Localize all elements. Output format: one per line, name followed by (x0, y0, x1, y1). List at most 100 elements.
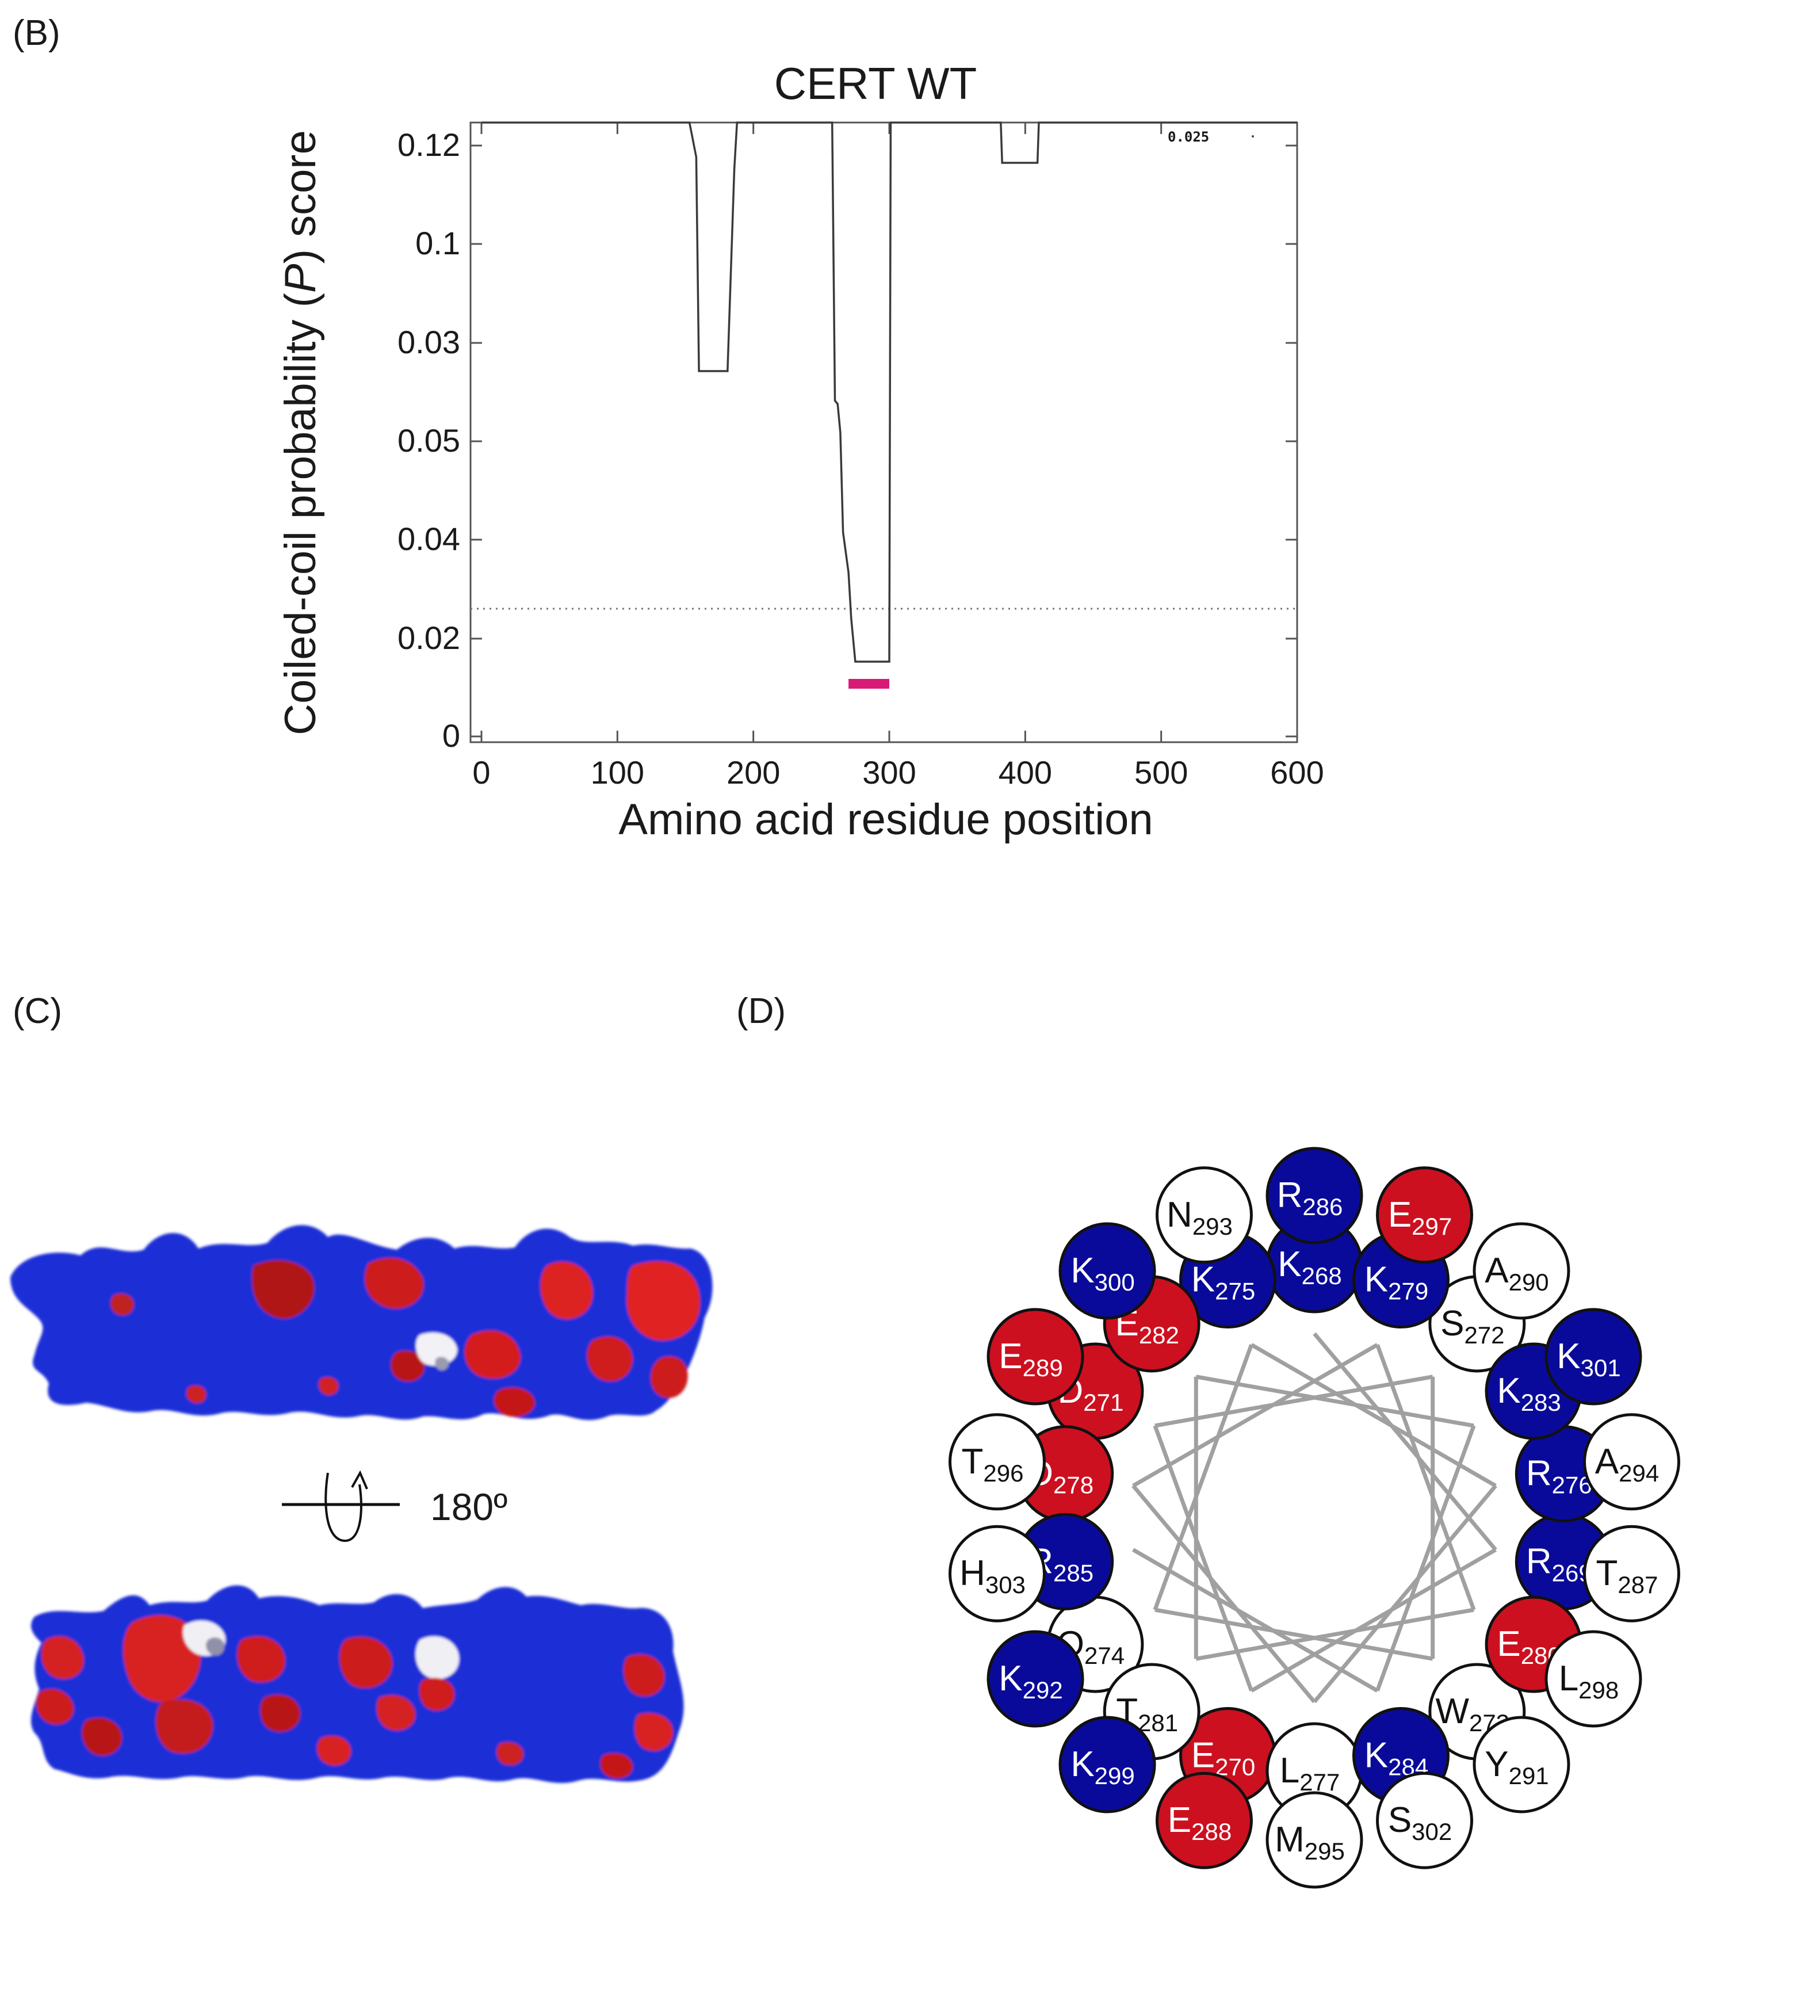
residue-letter: E (1388, 1195, 1412, 1235)
residue-label: T296 (962, 1442, 1024, 1487)
residue-letter: R (1526, 1454, 1552, 1494)
helical-wheel-connections (1131, 1332, 1497, 1704)
x-axis-label: Amino acid residue position (618, 795, 1153, 844)
residue-K301: K301 (1544, 1308, 1642, 1406)
residue-circle (1544, 1308, 1642, 1406)
residue-label: L277 (1280, 1751, 1340, 1796)
residue-number: 286 (1302, 1193, 1343, 1220)
residue-letter: R (1526, 1541, 1552, 1581)
residue-number: 303 (985, 1571, 1026, 1598)
residue-number: 279 (1388, 1278, 1428, 1305)
residue-number: 290 (1509, 1269, 1549, 1296)
residue-label: K301 (1557, 1337, 1620, 1381)
residue-number: 298 (1578, 1677, 1619, 1704)
helix-connection (1153, 1344, 1253, 1611)
residue-label: K275 (1191, 1260, 1255, 1305)
residue-circle (949, 1525, 1046, 1622)
residue-number: 295 (1305, 1838, 1345, 1865)
residue-label: A290 (1485, 1251, 1548, 1296)
residue-number: 300 (1095, 1269, 1135, 1296)
residue-number: 271 (1083, 1389, 1123, 1416)
panel-label-c: (C) (13, 991, 62, 1031)
helix-connection (1131, 1484, 1316, 1704)
residue-label: M295 (1275, 1820, 1345, 1865)
residue-number: 294 (1619, 1460, 1659, 1487)
residue-circle (1376, 1771, 1474, 1869)
helix-connection (1195, 1608, 1474, 1661)
residue-circle (1265, 1791, 1363, 1889)
residue-K299: K299 (1058, 1716, 1156, 1813)
x-tick-label: 400 (999, 754, 1052, 791)
helix-connection (1375, 1425, 1476, 1692)
residue-number: 277 (1299, 1769, 1340, 1796)
helix-connection (1195, 1374, 1474, 1428)
residue-letter: M (1275, 1820, 1305, 1860)
residue-number: 285 (1053, 1559, 1093, 1586)
y-axis-label-part2: ) score (276, 130, 325, 264)
x-tick-label: 200 (727, 754, 780, 791)
x-tick-label: 300 (862, 754, 916, 791)
residue-label: R286 (1277, 1175, 1343, 1220)
residue-letter: H (959, 1553, 985, 1593)
rotation-indicator: 180º (282, 1470, 507, 1542)
residue-letter: A (1595, 1442, 1619, 1482)
residue-letter: K (1364, 1260, 1388, 1300)
residue-K292: K292 (987, 1630, 1084, 1728)
residue-E289: E289 (987, 1308, 1084, 1406)
coiled-coil-region-highlight (848, 679, 889, 689)
residue-label: E270 (1191, 1735, 1255, 1780)
residue-circle (1473, 1222, 1570, 1320)
helix-connection (1313, 1484, 1497, 1704)
residue-label: N293 (1167, 1195, 1233, 1240)
coiled-coil-probability-line (481, 121, 1297, 663)
residue-label: Y291 (1485, 1744, 1548, 1789)
residue-number: 283 (1521, 1389, 1561, 1416)
residue-A294: A294 (1582, 1413, 1680, 1511)
residue-letter: W (1436, 1692, 1470, 1731)
y-tick-label: 0 (442, 717, 460, 754)
helix-connection (1132, 1548, 1379, 1693)
helix-connection (1313, 1332, 1497, 1551)
residue-label: A294 (1595, 1442, 1659, 1487)
residue-letter: N (1167, 1195, 1192, 1235)
x-tick-label: 0 (472, 754, 490, 791)
residue-letter: E (1191, 1735, 1215, 1775)
residue-label: K279 (1364, 1260, 1428, 1305)
residue-letter: T (962, 1442, 984, 1482)
helix-connection (1153, 1425, 1253, 1692)
y-tick-label: 0.04 (397, 521, 460, 557)
residue-letter: S (1388, 1800, 1412, 1840)
helical-wheel-residues: K268R269E270D271S272W273Q274K275R276L277… (949, 1147, 1680, 1889)
residue-label: S272 (1440, 1304, 1504, 1349)
residue-number: 287 (1618, 1571, 1658, 1598)
residue-letter: K (1070, 1744, 1094, 1784)
residue-number: 274 (1084, 1642, 1125, 1669)
y-tick-label: 0.05 (397, 422, 460, 459)
residue-number: 302 (1412, 1818, 1452, 1845)
residue-label: T287 (1596, 1553, 1658, 1598)
residue-number: 292 (1023, 1677, 1063, 1704)
legend-dot (1252, 135, 1254, 138)
residue-Y291: Y291 (1473, 1716, 1570, 1813)
residue-number: 275 (1215, 1278, 1255, 1305)
residue-label: E297 (1388, 1195, 1452, 1240)
residue-letter: K (999, 1659, 1022, 1698)
residue-letter: K (1070, 1251, 1094, 1290)
residue-S302: S302 (1376, 1771, 1474, 1869)
residue-letter: K (1191, 1260, 1215, 1300)
residue-R286: R286 (1265, 1147, 1363, 1244)
y-axis: 00.020.040.050.030.10.12 (397, 127, 1297, 754)
residue-letter: S (1440, 1304, 1464, 1343)
residue-circle (1265, 1147, 1363, 1244)
residue-letter: E (1497, 1624, 1520, 1664)
residue-letter: E (999, 1337, 1022, 1376)
residue-number: 299 (1095, 1762, 1135, 1789)
residue-circle (1544, 1630, 1642, 1728)
plot-frame (469, 121, 1298, 743)
y-tick-label: 0.02 (397, 620, 460, 656)
x-tick-label: 600 (1270, 754, 1324, 791)
residue-letter: L (1280, 1751, 1299, 1790)
electrostatic-surface-bottom (30, 1585, 684, 1784)
